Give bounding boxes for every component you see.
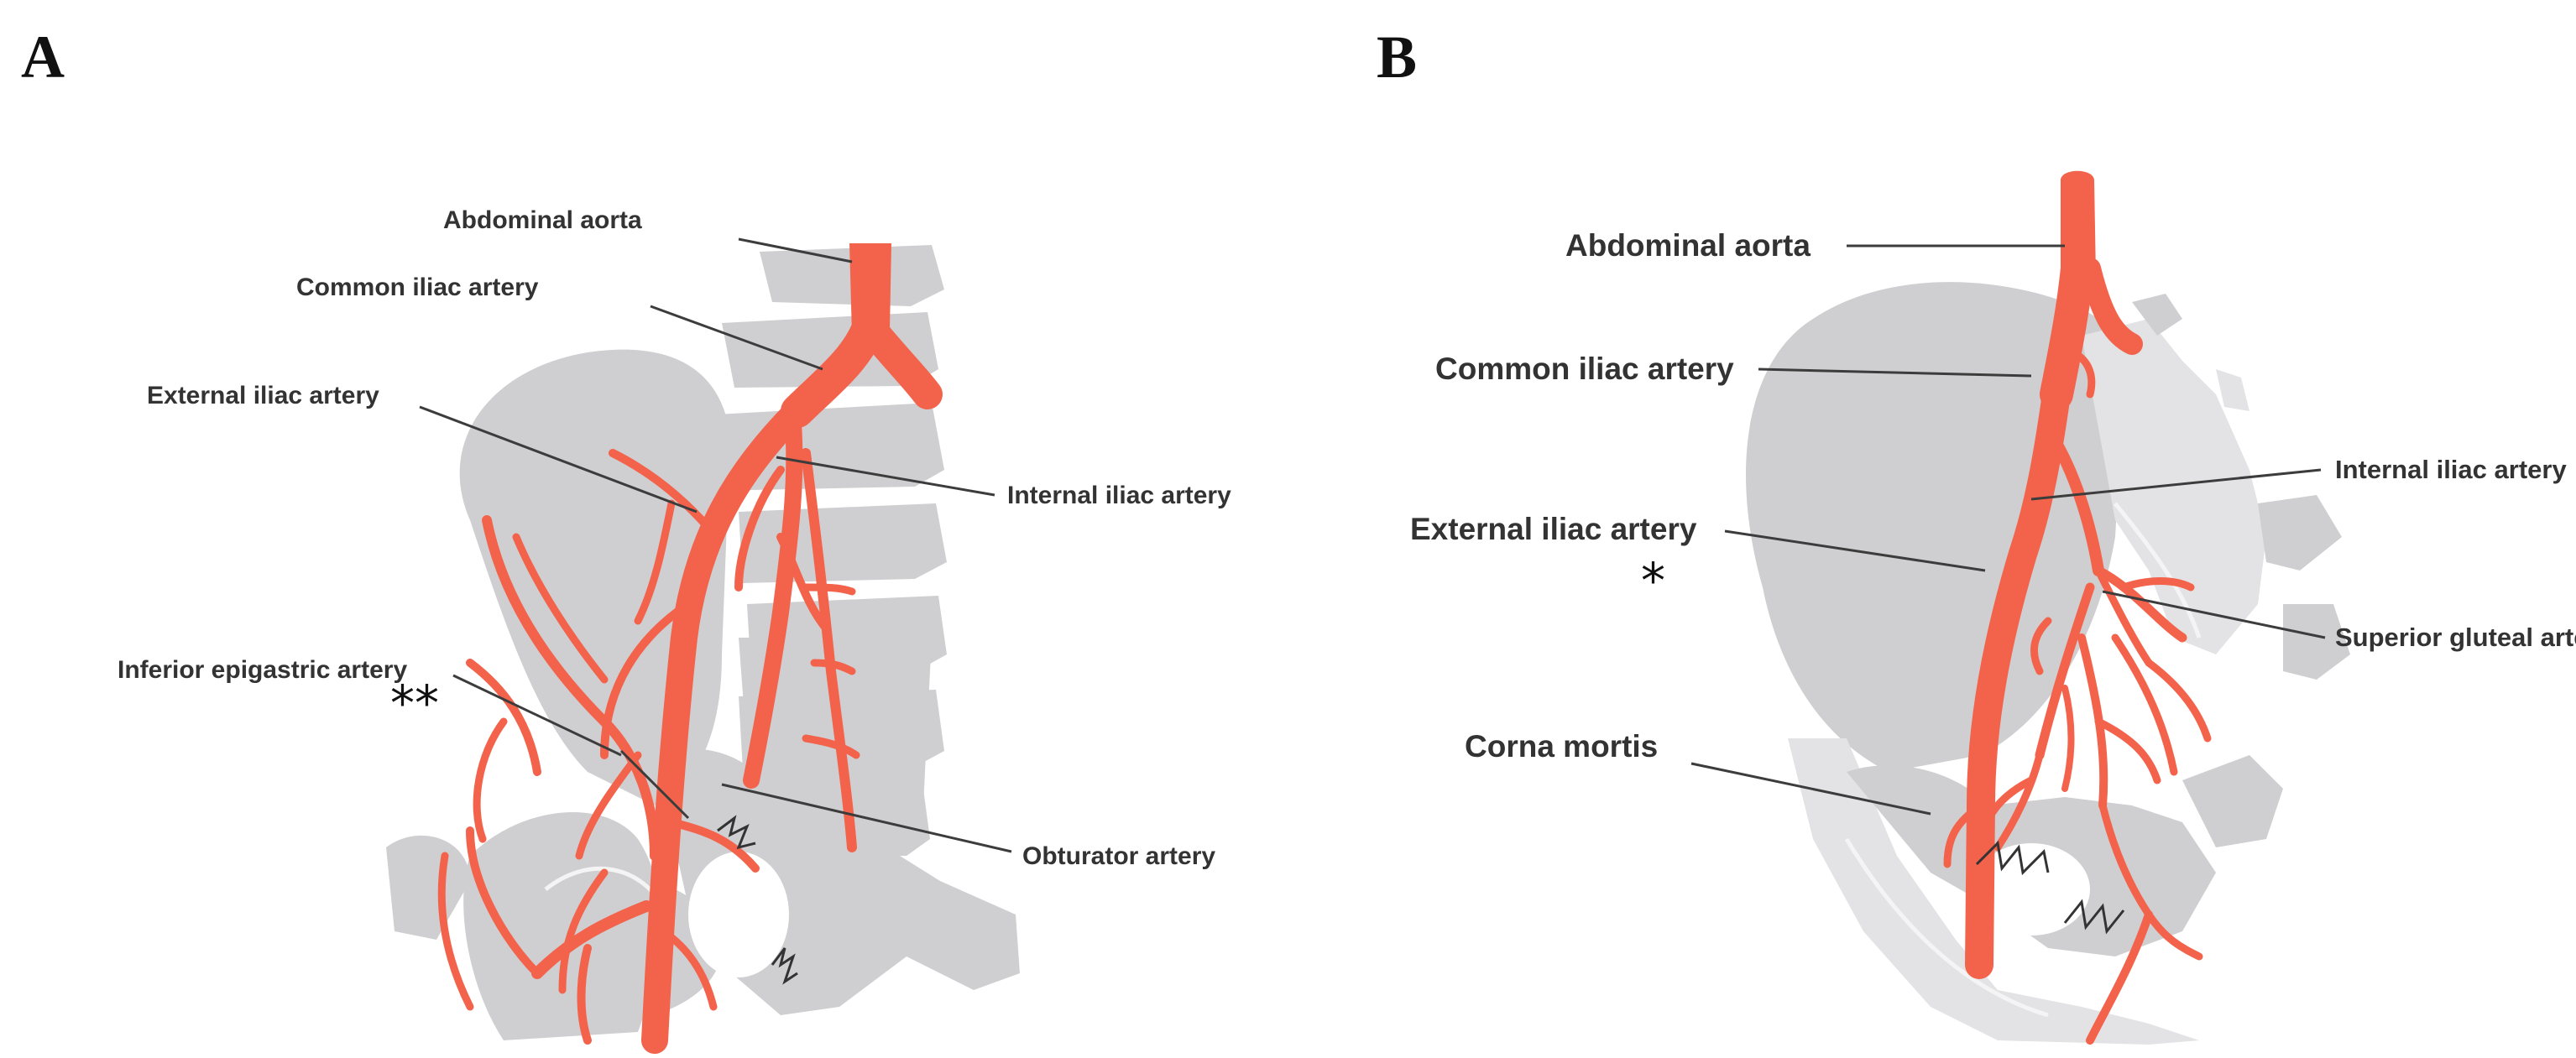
panel-b-label-internal-iliac-artery: Internal iliac artery bbox=[2335, 455, 2567, 484]
panel-b: B bbox=[1377, 23, 2576, 1045]
panel-b-leader-lines bbox=[1690, 244, 2326, 816]
panel-b-abdominal-aorta bbox=[2061, 170, 2096, 277]
panel-b-label-common-iliac-artery: Common iliac artery bbox=[1435, 352, 1734, 386]
panel-a-ilium bbox=[459, 349, 730, 806]
panel-a-label-external-iliac-artery: External iliac artery bbox=[147, 382, 379, 409]
panel-b-fracture-mark-1 bbox=[1975, 840, 2050, 876]
panel-a-arteries bbox=[437, 243, 943, 1054]
panel-b-label-external-iliac-artery: External iliac artery bbox=[1410, 512, 1697, 546]
panel-a-sacrum bbox=[739, 638, 932, 864]
panel-a-marker: ** bbox=[390, 675, 439, 732]
panel-a-fracture-mark-2 bbox=[771, 947, 798, 985]
panel-b-fracture-mark-2 bbox=[2063, 899, 2125, 935]
panel-b-label-corna-mortis: Corna mortis bbox=[1465, 729, 1658, 764]
panel-b-letter: B bbox=[1377, 23, 1417, 91]
panel-b-marker: * bbox=[1641, 552, 1665, 609]
panel-a-pelvis-illustration bbox=[386, 245, 1020, 1040]
panel-b-label-abdominal-aorta: Abdominal aorta bbox=[1565, 228, 1811, 263]
panel-a-label-common-iliac-artery: Common iliac artery bbox=[296, 274, 539, 301]
panel-a-fracture-mark-1 bbox=[717, 815, 756, 850]
panel-b-pubis bbox=[1788, 738, 2199, 1045]
panel-b-label-superior-gluteal-artery: Superior gluteal artery bbox=[2335, 623, 2576, 652]
panel-a-label-obturator-artery: Obturator artery bbox=[1022, 842, 1215, 870]
panel-a-label-inferior-epigastric-artery: Inferior epigastric artery bbox=[118, 656, 407, 684]
panel-b-sacrum bbox=[2082, 319, 2266, 654]
panel-a: A bbox=[21, 23, 1231, 1054]
panel-a-label-abdominal-aorta: Abdominal aorta bbox=[443, 206, 642, 234]
panel-a-abdominal-aorta bbox=[849, 243, 891, 336]
panel-a-label-internal-iliac-artery: Internal iliac artery bbox=[1007, 482, 1231, 509]
panel-a-leader-lines bbox=[419, 237, 1012, 853]
panel-b-arteries bbox=[1943, 170, 2212, 1045]
panel-a-letter: A bbox=[21, 23, 65, 91]
